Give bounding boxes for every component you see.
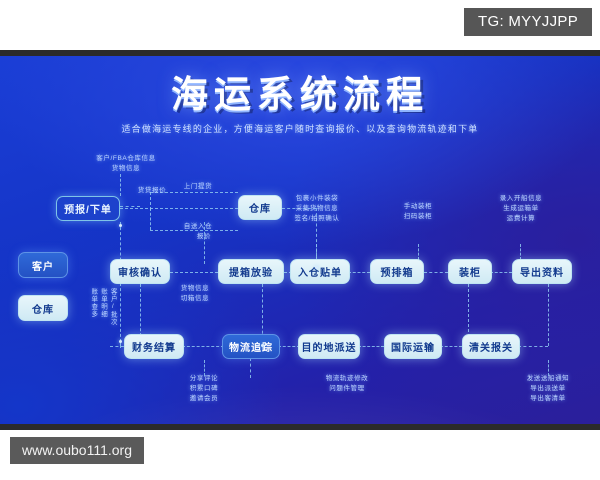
node-customs-clear[interactable]: 清关报关 (462, 334, 520, 359)
annotation-quote: 报价 (196, 233, 212, 240)
connector-inbound-to-prearrange (348, 272, 370, 273)
junction-dot-4 (315, 266, 318, 269)
node-label: 客户 (32, 261, 54, 273)
connector-parcel-tick (316, 244, 317, 260)
connector-pickup-down (262, 284, 263, 344)
connector-dest-to-intl (358, 346, 384, 347)
node-pre-arrange[interactable]: 预排箱 (370, 259, 424, 284)
frame-strip-bottom (0, 424, 600, 430)
frame-strip-top (0, 50, 600, 56)
node-label: 仓库 (32, 304, 54, 316)
connector-quote-down (204, 222, 205, 264)
connector-shipnotice-tick (548, 360, 549, 376)
connector-doorpickup-v (150, 192, 151, 210)
node-label: 财务结算 (132, 343, 176, 354)
connector-sailing-tick (520, 244, 521, 260)
connector-scan-tick (418, 244, 419, 260)
node-pickup-inspect[interactable]: 提箱放验 (218, 259, 284, 284)
node-forecast-order[interactable]: 预报/下单 (56, 196, 120, 221)
annotation-track-modify: 物流轨迹修改问题件管理 (325, 375, 369, 392)
node-dest-delivery[interactable]: 目的地派送 (298, 334, 360, 359)
node-label: 清关报关 (469, 343, 513, 354)
connector-doorpickup-h (150, 192, 238, 193)
node-label: 目的地派送 (301, 343, 357, 354)
connector-selfdelivery-h (150, 230, 238, 231)
junction-dot-1 (119, 224, 122, 227)
connector-trackmod-tick (250, 358, 251, 378)
node-intl-transport[interactable]: 国际运输 (384, 334, 442, 359)
node-label: 提箱放验 (229, 268, 273, 279)
connector-export-down (548, 284, 549, 346)
annotation-ship-notice: 发送送船通知导出派送单导出客清单 (526, 375, 570, 402)
annotation-cargo-cabinet: 货物信息切箱信息 (180, 285, 210, 302)
connector-customs-right (518, 346, 548, 347)
node-audit-confirm[interactable]: 审核确认 (110, 259, 170, 284)
node-warehouse[interactable]: 仓库 (238, 195, 282, 220)
node-label: 装柜 (459, 268, 481, 279)
annotation-manual-scan: 手动装柜扫码装柜 (403, 203, 433, 220)
annotation-parcel-bagging: 包裹小件装袋采集货物信息签名/拍照确认 (294, 195, 340, 222)
node-label: 预排箱 (380, 268, 414, 279)
connector-prearrange-to-load (424, 272, 448, 273)
annotation-customer-rank: 客户/批次账单明细账单查多 (89, 288, 117, 326)
node-load-container[interactable]: 装柜 (448, 259, 492, 284)
node-customer[interactable]: 客户 (18, 252, 68, 278)
node-label: 物流追踪 (229, 343, 273, 354)
connector-fbainfo-right (120, 206, 140, 207)
annotation-share-review: 分享评论积累口碑邀请会员 (189, 375, 219, 402)
flowchart-poster: 海运系统流程 适合做海运专线的企业，方便海运客户随时查询报价、以及查询物流轨迹和… (0, 56, 600, 424)
connector-warehouse-down (316, 208, 317, 268)
connector-load-to-export (490, 272, 512, 273)
node-finance-settle[interactable]: 财务结算 (124, 334, 184, 359)
node-label: 国际运输 (391, 343, 435, 354)
annotation-freight-quote: 货贷报价 (137, 187, 167, 194)
page-subtitle: 适合做海运专线的企业，方便海运客户随时查询报价、以及查询物流轨迹和下单 (121, 124, 479, 134)
connector-load-down (468, 284, 469, 342)
connector-customer-rank-v (120, 342, 121, 348)
node-label: 导出资料 (520, 268, 564, 279)
junction-dot-3 (261, 344, 264, 347)
node-label: 审核确认 (118, 268, 162, 279)
connector-intl-to-customs (440, 346, 462, 347)
annotation-fba-info: 客户/FBA仓库信息货物信息 (96, 155, 156, 172)
connector-fbainfo-down (120, 174, 121, 196)
annotation-door-pickup: 上门提货 (183, 183, 213, 190)
connector-forecast-to-warehouse (120, 208, 238, 209)
node-warehouse-left[interactable]: 仓库 (18, 295, 68, 321)
telegram-watermark-badge: TG: MYYJJPP (464, 8, 592, 36)
connector-selfdelivery-v (150, 208, 151, 230)
connector-warehouse-right (282, 208, 316, 209)
annotation-sailing-info: 录入开船信息生成运箱单运费计算 (499, 195, 543, 222)
connector-pickup-to-inbound (284, 272, 292, 273)
page-title: 海运系统流程 (171, 73, 429, 116)
annotation-self-delivery: 自送入仓 (183, 223, 213, 230)
node-logistics-track[interactable]: 物流追踪 (222, 334, 280, 359)
node-inbound-label[interactable]: 入仓贴单 (290, 259, 350, 284)
node-export-docs[interactable]: 导出资料 (512, 259, 572, 284)
connector-audit-down (140, 284, 141, 346)
connector-audit-to-pickup (170, 272, 218, 273)
connector-finance-to-track (182, 346, 224, 347)
junction-dot-2 (119, 340, 122, 343)
connector-track-to-dest (278, 346, 300, 347)
connector-share-tick (204, 360, 205, 376)
node-label: 预报/下单 (64, 205, 112, 216)
node-label: 仓库 (249, 204, 271, 215)
node-label: 入仓贴单 (298, 268, 342, 279)
website-watermark-badge: www.oubo111.org (10, 437, 144, 464)
